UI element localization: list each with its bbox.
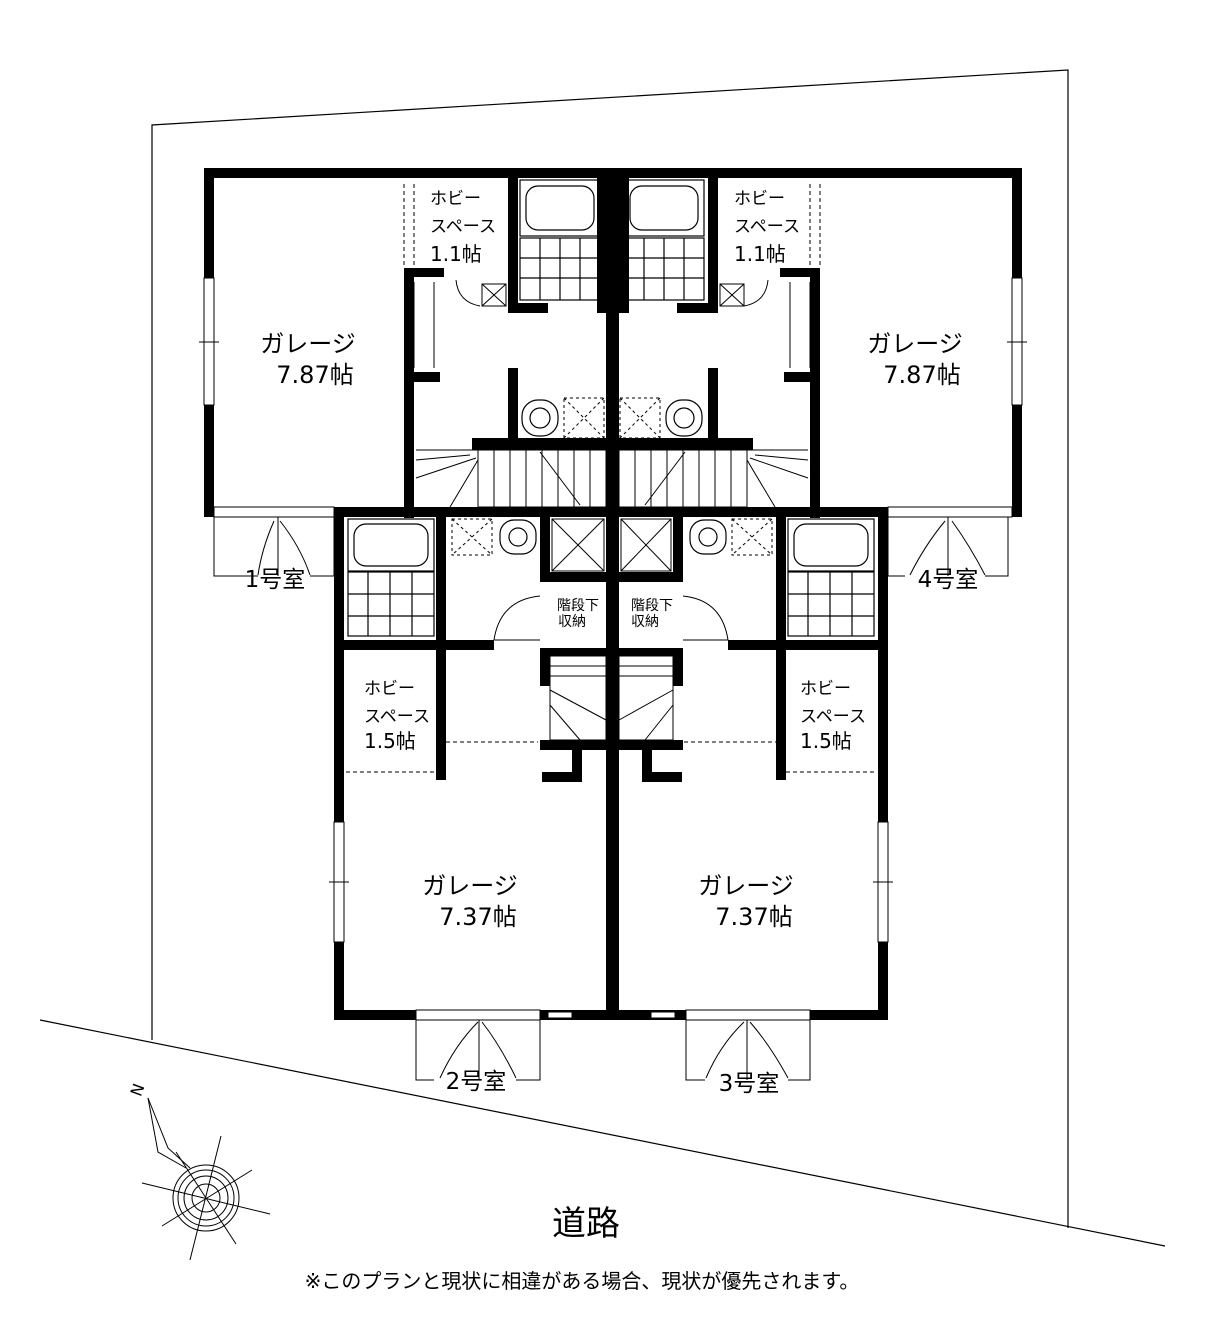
hobby-2-area: 1.5帖 — [364, 729, 416, 753]
window-ticks — [199, 341, 1027, 883]
hobby-3-line2: スペース — [800, 707, 866, 727]
hobby-4-line1: ホビー — [734, 189, 785, 209]
storage-right-line2: 収納 — [631, 614, 659, 630]
site-boundary — [39, 69, 1166, 1247]
walls — [204, 168, 1022, 1020]
hobby-3-line1: ホビー — [800, 679, 851, 699]
hobby-4-area: 1.1帖 — [734, 242, 786, 266]
garage-4-name: ガレージ — [867, 330, 963, 358]
storage-left-line2: 収納 — [558, 614, 586, 630]
stairs — [415, 449, 809, 741]
dashed-partitions — [346, 184, 876, 773]
hobby-4-line2: スペース — [734, 217, 800, 237]
storage-right-line1: 階段下 — [631, 598, 673, 614]
north-label: N — [127, 1081, 149, 1099]
door-swings — [413, 279, 811, 641]
hobby-3-area: 1.5帖 — [800, 729, 852, 753]
compass-icon — [141, 1097, 271, 1261]
garage-2-name: ガレージ — [422, 872, 518, 900]
road-label: 道路 — [552, 1204, 620, 1244]
hobby-1-line2: スペース — [430, 217, 496, 237]
porch-lines — [213, 516, 1009, 1081]
unit-2-label: 2号室 — [446, 1069, 507, 1095]
garage-3-name: ガレージ — [698, 872, 794, 900]
unit-labels: 1号室 4号室 2号室 3号室 — [245, 567, 979, 1097]
hobby-1-area: 1.1帖 — [430, 242, 482, 266]
garage-3-area: 7.37帖 — [715, 903, 792, 931]
garage-1-name: ガレージ — [260, 330, 356, 358]
shafts — [481, 283, 745, 572]
hobby-1-line1: ホビー — [430, 189, 481, 209]
unit-4-label: 4号室 — [918, 567, 979, 593]
toilets — [499, 399, 727, 555]
garage-4-area: 7.87帖 — [883, 361, 960, 389]
storage-left-line1: 階段下 — [557, 598, 599, 614]
equipment-boxes — [451, 397, 773, 556]
room-labels: ガレージ 7.87帖 ガレージ 7.87帖 ガレージ 7.37帖 ガレージ 7.… — [260, 189, 963, 931]
garage-2-area: 7.37帖 — [439, 903, 516, 931]
disclaimer-note: ※このプランと現状に相違がある場合、現状が優先されます。 — [305, 1269, 860, 1293]
unit-3-label: 3号室 — [719, 1071, 780, 1097]
unit-1-label: 1号室 — [245, 567, 306, 593]
garage-1-area: 7.87帖 — [276, 361, 353, 389]
hobby-2-line2: スペース — [364, 707, 430, 727]
bathtubs — [347, 179, 875, 637]
hobby-2-line1: ホビー — [364, 679, 415, 699]
